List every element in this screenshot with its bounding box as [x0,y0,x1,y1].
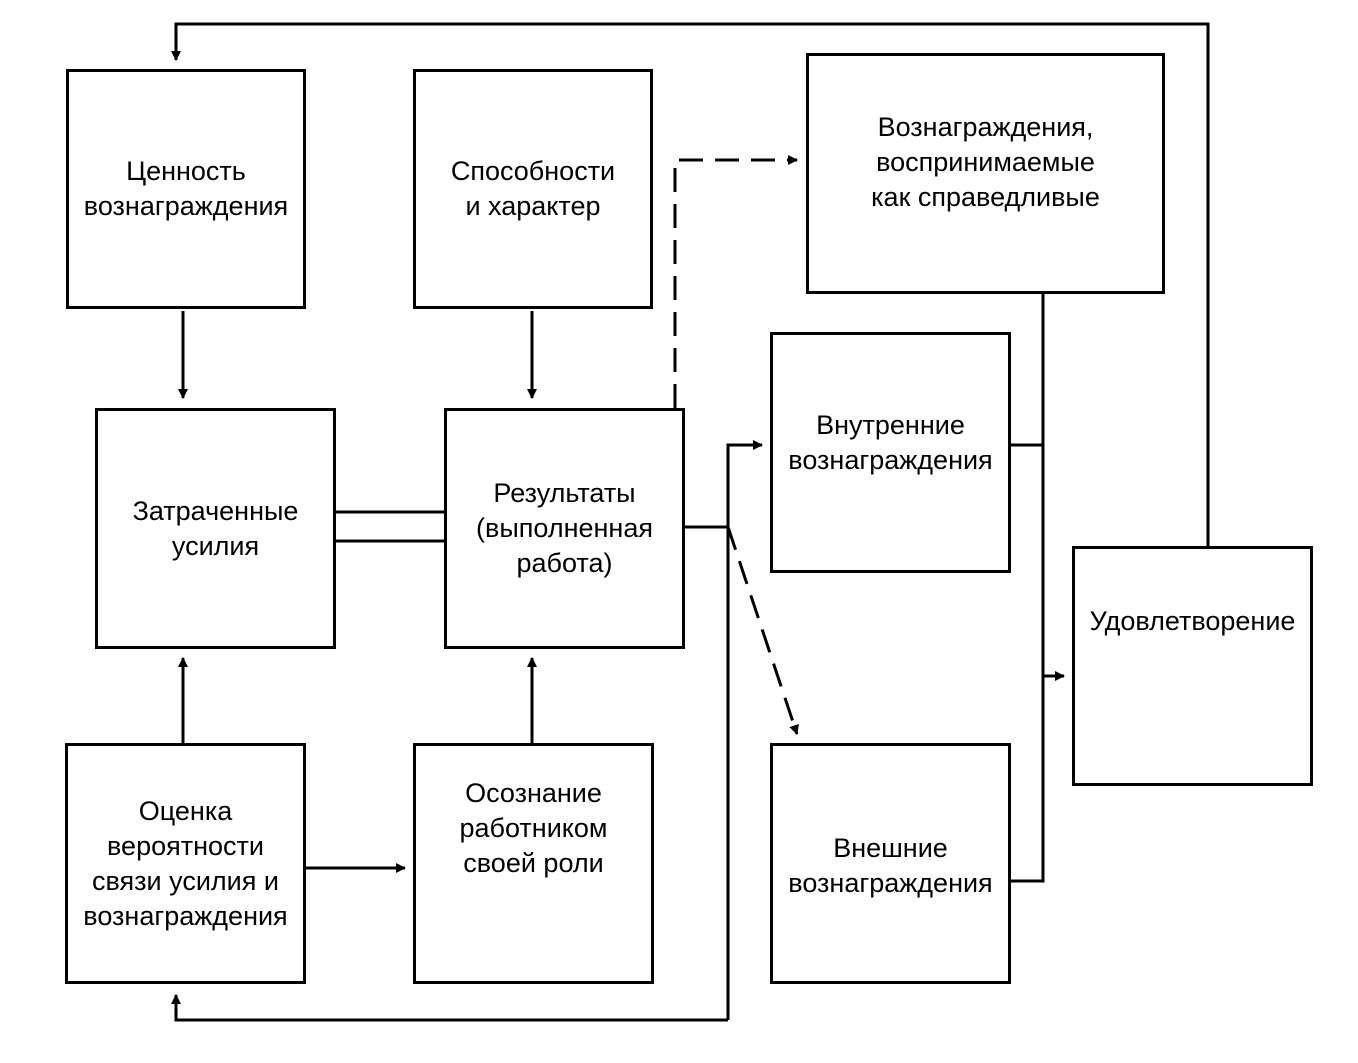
node-fair-rewards: Вознаграждения, воспринимаемые как справ… [806,53,1165,294]
node-reward-value: Ценность вознаграждения [66,69,306,309]
edge-results-to-intrinsic [726,440,763,1020]
node-reward-value-label: Ценность вознаграждения [83,156,289,221]
node-effort-label: Затраченные усилия [132,495,299,561]
node-effort: Затраченные усилия [95,408,336,649]
edge-results-to-probability [171,994,728,1022]
node-satisfaction: Удовлетворение [1072,546,1313,786]
node-abilities-label: Способности и характер [450,156,616,221]
node-extrinsic-rewards: Внешние вознаграждения [770,743,1011,984]
node-probability-label: Оценка вероятности связи усилия и вознаг… [83,795,288,931]
node-abilities: Способности и характер [413,69,653,309]
edge-satisfaction-to-reward-value [171,22,1210,546]
edge-fair-rewards-to-bus [1011,294,1045,883]
node-fair-rewards-label: Вознаграждения, воспринимаемые как справ… [871,112,1100,212]
edge-results-to-fair-rewards-dashed [673,155,798,408]
node-intrinsic-rewards: Внутренние вознаграждения [770,332,1011,573]
node-intrinsic-rewards-label: Внутренние вознаграждения [788,409,993,475]
edge-results-to-extrinsic-dashed [726,526,799,735]
node-extrinsic-rewards-label: Внешние вознаграждения [788,832,993,898]
node-probability: Оценка вероятности связи усилия и вознаг… [65,743,306,984]
node-results: Результаты (выполненная работа) [444,408,685,649]
node-satisfaction-label: Удовлетворение [1089,605,1296,636]
node-results-label: Результаты (выполненная работа) [476,478,653,578]
node-role-awareness-label: Осознание работником своей роли [459,778,608,878]
node-role-awareness: Осознание работником своей роли [413,743,654,984]
